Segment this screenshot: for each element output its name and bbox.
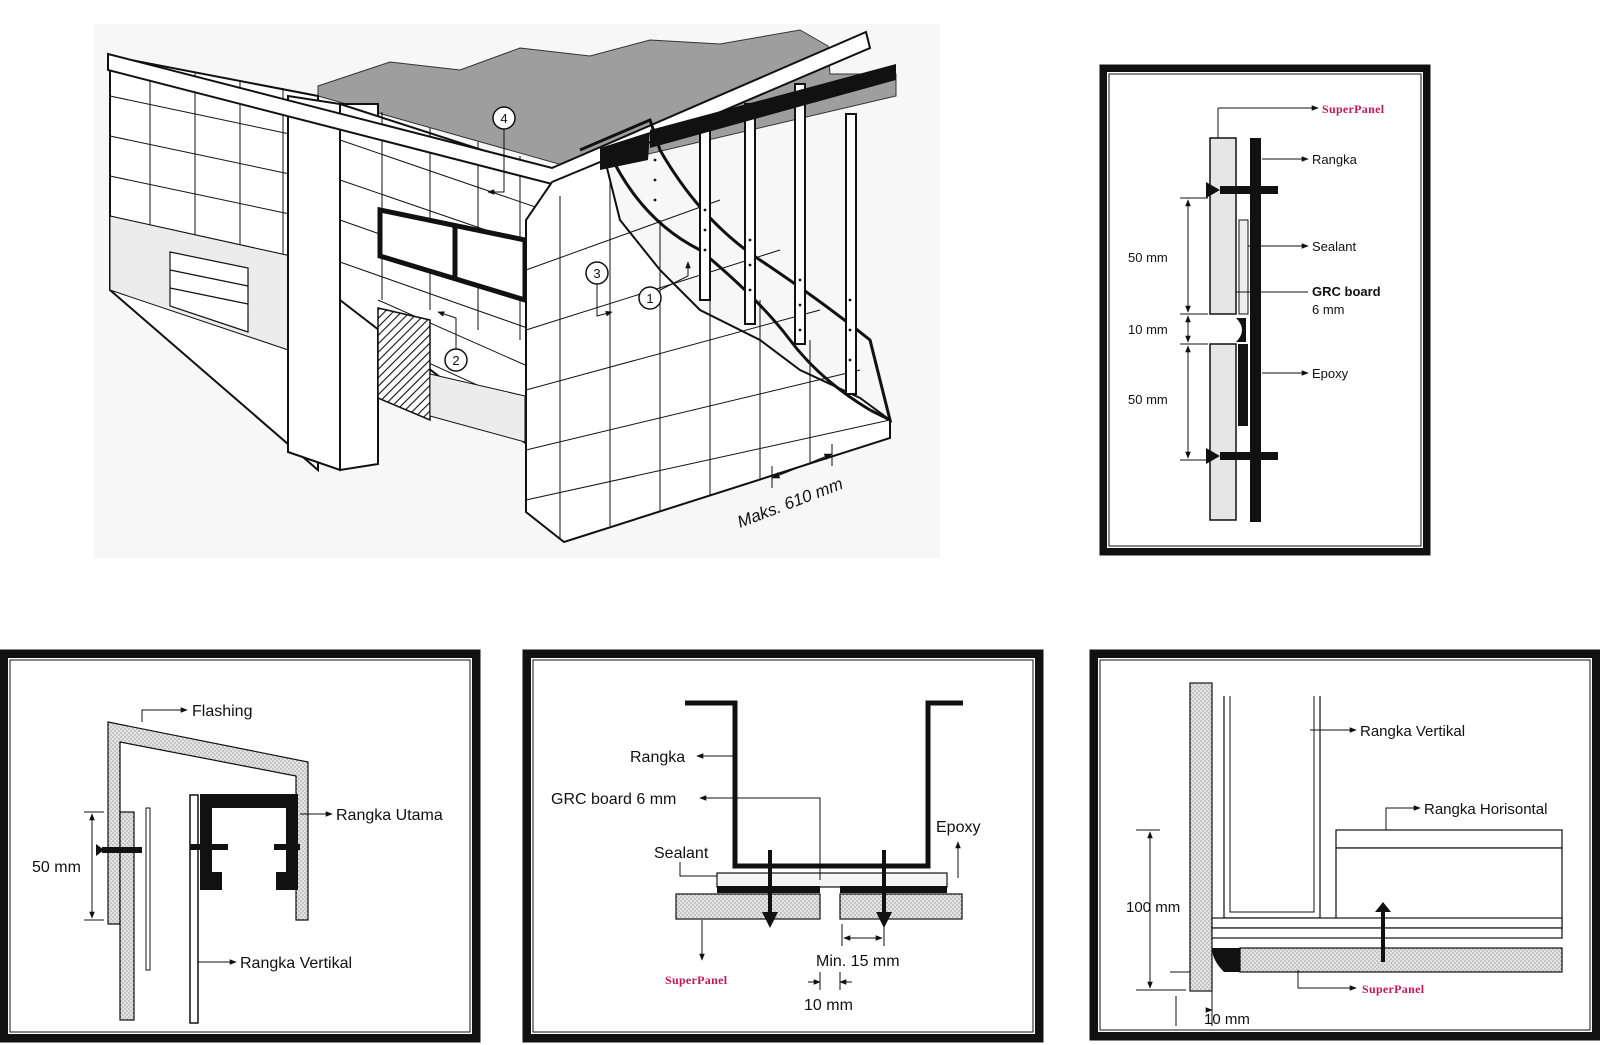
detail-corner-panel: Rangka Vertikal Rangka Horisontal SuperP…: [1089, 649, 1600, 1041]
callout-2: 2: [437, 311, 468, 372]
callout-3: 3: [585, 261, 613, 317]
brand-superpanel-3: SuperPanel: [1362, 982, 1425, 996]
callout-4-text: 4: [500, 111, 507, 126]
callout-4: 4: [487, 106, 516, 195]
label-epoxy-plan: Epoxy: [936, 819, 980, 836]
label-rangka-plan: Rangka: [630, 749, 685, 766]
label-rangka: Rangka: [1312, 152, 1358, 167]
label-grc-board: GRC board: [1312, 284, 1381, 299]
section-joint-panel: SuperPanel Rangka Sealant GRC board 6 mm…: [1099, 64, 1431, 556]
label-sealant-plan: Sealant: [654, 845, 709, 862]
dim-10mm-corner: 10 mm: [1204, 1011, 1250, 1028]
callout-2-text: 2: [452, 353, 459, 368]
label-sealant: Sealant: [1312, 239, 1356, 254]
dim-50mm-top: 50 mm: [1128, 250, 1168, 265]
label-rangka-utama: Rangka Utama: [336, 807, 443, 824]
label-epoxy: Epoxy: [1312, 366, 1349, 381]
dim-10mm-plan: 10 mm: [804, 997, 853, 1014]
label-grc-thickness: 6 mm: [1312, 302, 1345, 317]
label-flashing: Flashing: [192, 703, 252, 720]
label-rangka-vertikal-1: Rangka Vertikal: [240, 955, 352, 972]
label-rangka-vertikal-2: Rangka Vertikal: [1360, 723, 1465, 740]
callout-1-text: 1: [646, 291, 653, 306]
callout-1: 1: [638, 261, 691, 310]
brand-superpanel-2: SuperPanel: [665, 973, 728, 987]
building-illustration: 1 2 3 4 Maks. 610 mm: [94, 24, 940, 558]
dim-min-15mm: Min. 15 mm: [816, 953, 900, 970]
dim-50mm: 50 mm: [32, 859, 81, 876]
brand-superpanel-1: SuperPanel: [1322, 102, 1385, 116]
left-wall: [109, 54, 319, 473]
right-wall: [525, 64, 896, 544]
detail-plan-panel: Rangka GRC board 6 mm Sealant Epoxy Supe…: [522, 649, 1044, 1043]
dim-50mm-bottom: 50 mm: [1128, 392, 1168, 407]
label-rangka-horisontal: Rangka Horisontal: [1424, 801, 1547, 818]
dim-10mm: 10 mm: [1128, 322, 1168, 337]
middle-wall: [339, 102, 551, 465]
detail-top-panel: Flashing Rangka Utama Rangka Vertikal 50…: [0, 649, 481, 1043]
label-grc-board-plan: GRC board 6 mm: [551, 791, 676, 808]
dim-100mm: 100 mm: [1126, 899, 1180, 916]
callout-3-text: 3: [593, 266, 600, 281]
